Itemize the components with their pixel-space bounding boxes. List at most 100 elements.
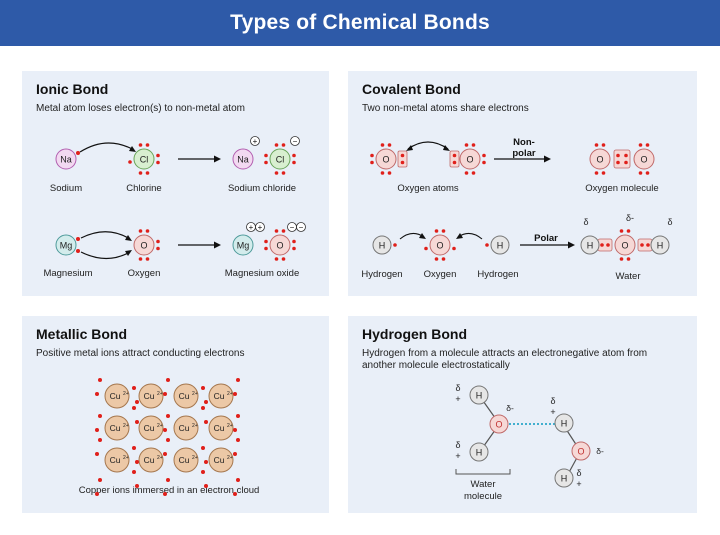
magnesium-symbol: Mg [60,241,73,251]
water-molecule-caption-line2: molecule [464,491,502,502]
copper-ion-symbol: Cu [214,391,225,401]
free-electron [201,406,205,410]
title-banner: Types of Chemical Bonds [0,0,720,46]
electron-transfer-arrow [80,231,131,240]
free-electron [132,470,136,474]
oxygen-molecule: O O [589,143,655,175]
delta-label: δ [576,468,581,478]
oxygen-label: Oxygen [128,268,161,279]
covalent-bond-panel: Covalent Bond Two non-metal atoms share … [348,71,697,296]
chloride-ion: Cl − [264,136,300,175]
hydrogen-heading: Hydrogen Bond [362,326,467,342]
electron [76,151,80,155]
copper-ion-charge: 2+ [227,455,233,461]
negative-charge-sign: − [293,137,298,146]
plus-label: + [455,451,460,461]
hydrogen-atom: H [469,385,489,405]
free-electron [135,484,139,488]
chlorine-symbol: Cl [140,155,149,165]
plus-label: + [576,479,581,489]
metallic-lattice-diagram: Copper ions immersed in an electron clou… [79,378,259,496]
chloride-ion-symbol: Cl [276,155,285,165]
oxygen-atom: O [449,143,486,175]
nonpolar-label-line2: polar [512,148,536,159]
magnesium-ion: Mg + + [232,222,265,256]
sodium-symbol: Na [60,155,72,165]
copper-ion-symbol: Cu [144,391,155,401]
oxygen-symbol: O [466,155,473,165]
copper-ion-symbol: Cu [179,455,190,465]
oxygen-symbol: O [621,241,628,251]
water-molecule: H O H [580,229,670,261]
magnesium-oxide-label: Magnesium oxide [225,268,299,279]
free-electron [95,452,99,456]
plus-label: + [550,407,555,417]
covalent-heading: Covalent Bond [362,81,461,97]
hydrogen-bond-panel: Hydrogen Bond Hydrogen from a molecule a… [348,316,697,513]
negative-charge-sign: − [299,223,304,232]
free-electron [236,438,240,442]
free-electron [98,478,102,482]
hydrogen-symbol: H [476,448,483,458]
free-electron [201,470,205,474]
copper-ion-symbol: Cu [110,391,121,401]
positive-charge-sign: + [253,137,258,146]
free-electron [201,386,205,390]
ionic-diagram: Na Sodium Cl Chlorine Na + Cl [43,136,306,279]
copper-ion-symbol: Cu [214,423,225,433]
chlorine-label: Chlorine [126,183,161,194]
delta-label: δ [455,440,460,450]
hydrogen-bond-diagram: H H O δ + δ + δ- H O H δ + [455,383,604,502]
molecule-bracket [455,469,511,475]
oxygen-molecule-label: Oxygen molecule [585,183,658,194]
ionic-heading: Ionic Bond [36,81,109,97]
covalent-description: Two non-metal atoms share electrons [362,103,529,114]
copper-ion-symbol: Cu [214,455,225,465]
magnesium-atom: Mg [55,234,80,256]
oxide-ion-symbol: O [276,241,283,251]
sodium-atom: Na [55,148,80,170]
oxide-ion: O − − [264,222,306,261]
free-electron [236,414,240,418]
positive-charge-icon [250,136,260,146]
oxygen-atom: O [133,229,160,261]
oxygen-atoms-label: Oxygen atoms [397,183,458,194]
copper-ion-symbol: Cu [144,455,155,465]
copper-ion-charge: 2+ [227,423,233,429]
copper-ion-symbol: Cu [144,423,155,433]
oxygen-symbol: O [640,155,647,165]
free-electron [166,378,170,382]
electron-transfer-arrow [79,142,135,153]
free-electron [233,428,237,432]
free-electron [163,428,167,432]
free-electron [95,428,99,432]
oxygen-symbol: O [495,420,502,430]
copper-ion-charge: 2+ [123,423,129,429]
delta-positive-label: δ [583,217,588,227]
hydrogen-label: Hydrogen [361,269,402,280]
hydrogen-symbol: H [497,241,504,251]
oxygen-atom: O [489,414,509,434]
free-electron [163,452,167,456]
free-electron [132,406,136,410]
negative-charge-icon [296,222,306,232]
ionic-description: Metal atom loses electron(s) to non-meta… [36,103,245,114]
free-electron [166,438,170,442]
hydrogen-symbol: H [379,241,386,251]
oxygen-symbol: O [436,241,443,251]
water-label: Water [616,271,641,282]
ionic-bond-panel: Ionic Bond Metal atom loses electron(s) … [22,71,329,296]
free-electron [132,446,136,450]
free-electron [204,460,208,464]
sodium-ion-symbol: Na [237,155,249,165]
metallic-heading: Metallic Bond [36,326,128,342]
free-electron [132,386,136,390]
sodium-chloride-label: Sodium chloride [228,183,296,194]
oxygen-symbol: O [596,155,603,165]
free-electron [98,378,102,382]
negative-charge-sign: − [290,223,295,232]
